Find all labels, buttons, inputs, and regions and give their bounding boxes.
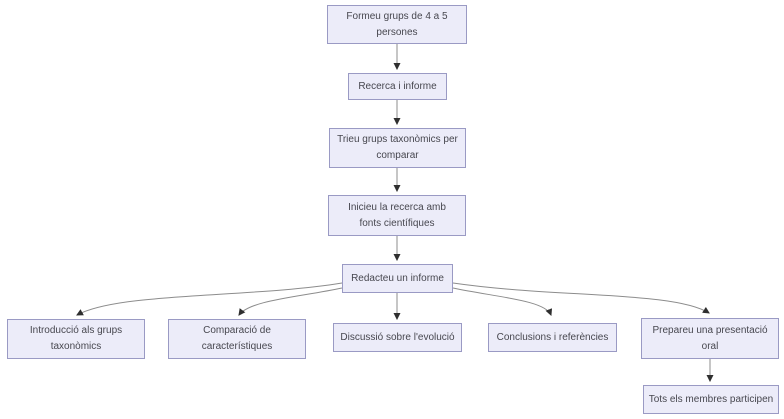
node-formeu-grups: Formeu grups de 4 a 5 persones	[327, 5, 467, 44]
node-trieu-grups: Trieu grups taxonòmics per comparar	[329, 128, 466, 168]
node-comparacio: Comparació de característiques	[168, 319, 306, 359]
node-discussio: Discussió sobre l'evolució	[333, 323, 462, 352]
node-conclusions: Conclusions i referències	[488, 323, 617, 352]
node-recerca-informe: Recerca i informe	[348, 73, 447, 100]
node-redacteu-informe: Redacteu un informe	[342, 264, 453, 293]
edge-redacteu-introduccio	[76, 282, 343, 316]
node-inicieu-recerca: Inicieu la recerca amb fonts científique…	[328, 195, 466, 236]
node-tots-membres: Tots els membres participen	[643, 385, 779, 414]
node-prepareu: Prepareu una presentació oral	[641, 318, 779, 359]
edge-redacteu-comparacio	[238, 287, 343, 316]
node-introduccio: Introducció als grups taxonòmics	[7, 319, 145, 359]
edge-redacteu-prepareu	[452, 282, 710, 314]
edge-redacteu-conclusions	[452, 287, 553, 316]
